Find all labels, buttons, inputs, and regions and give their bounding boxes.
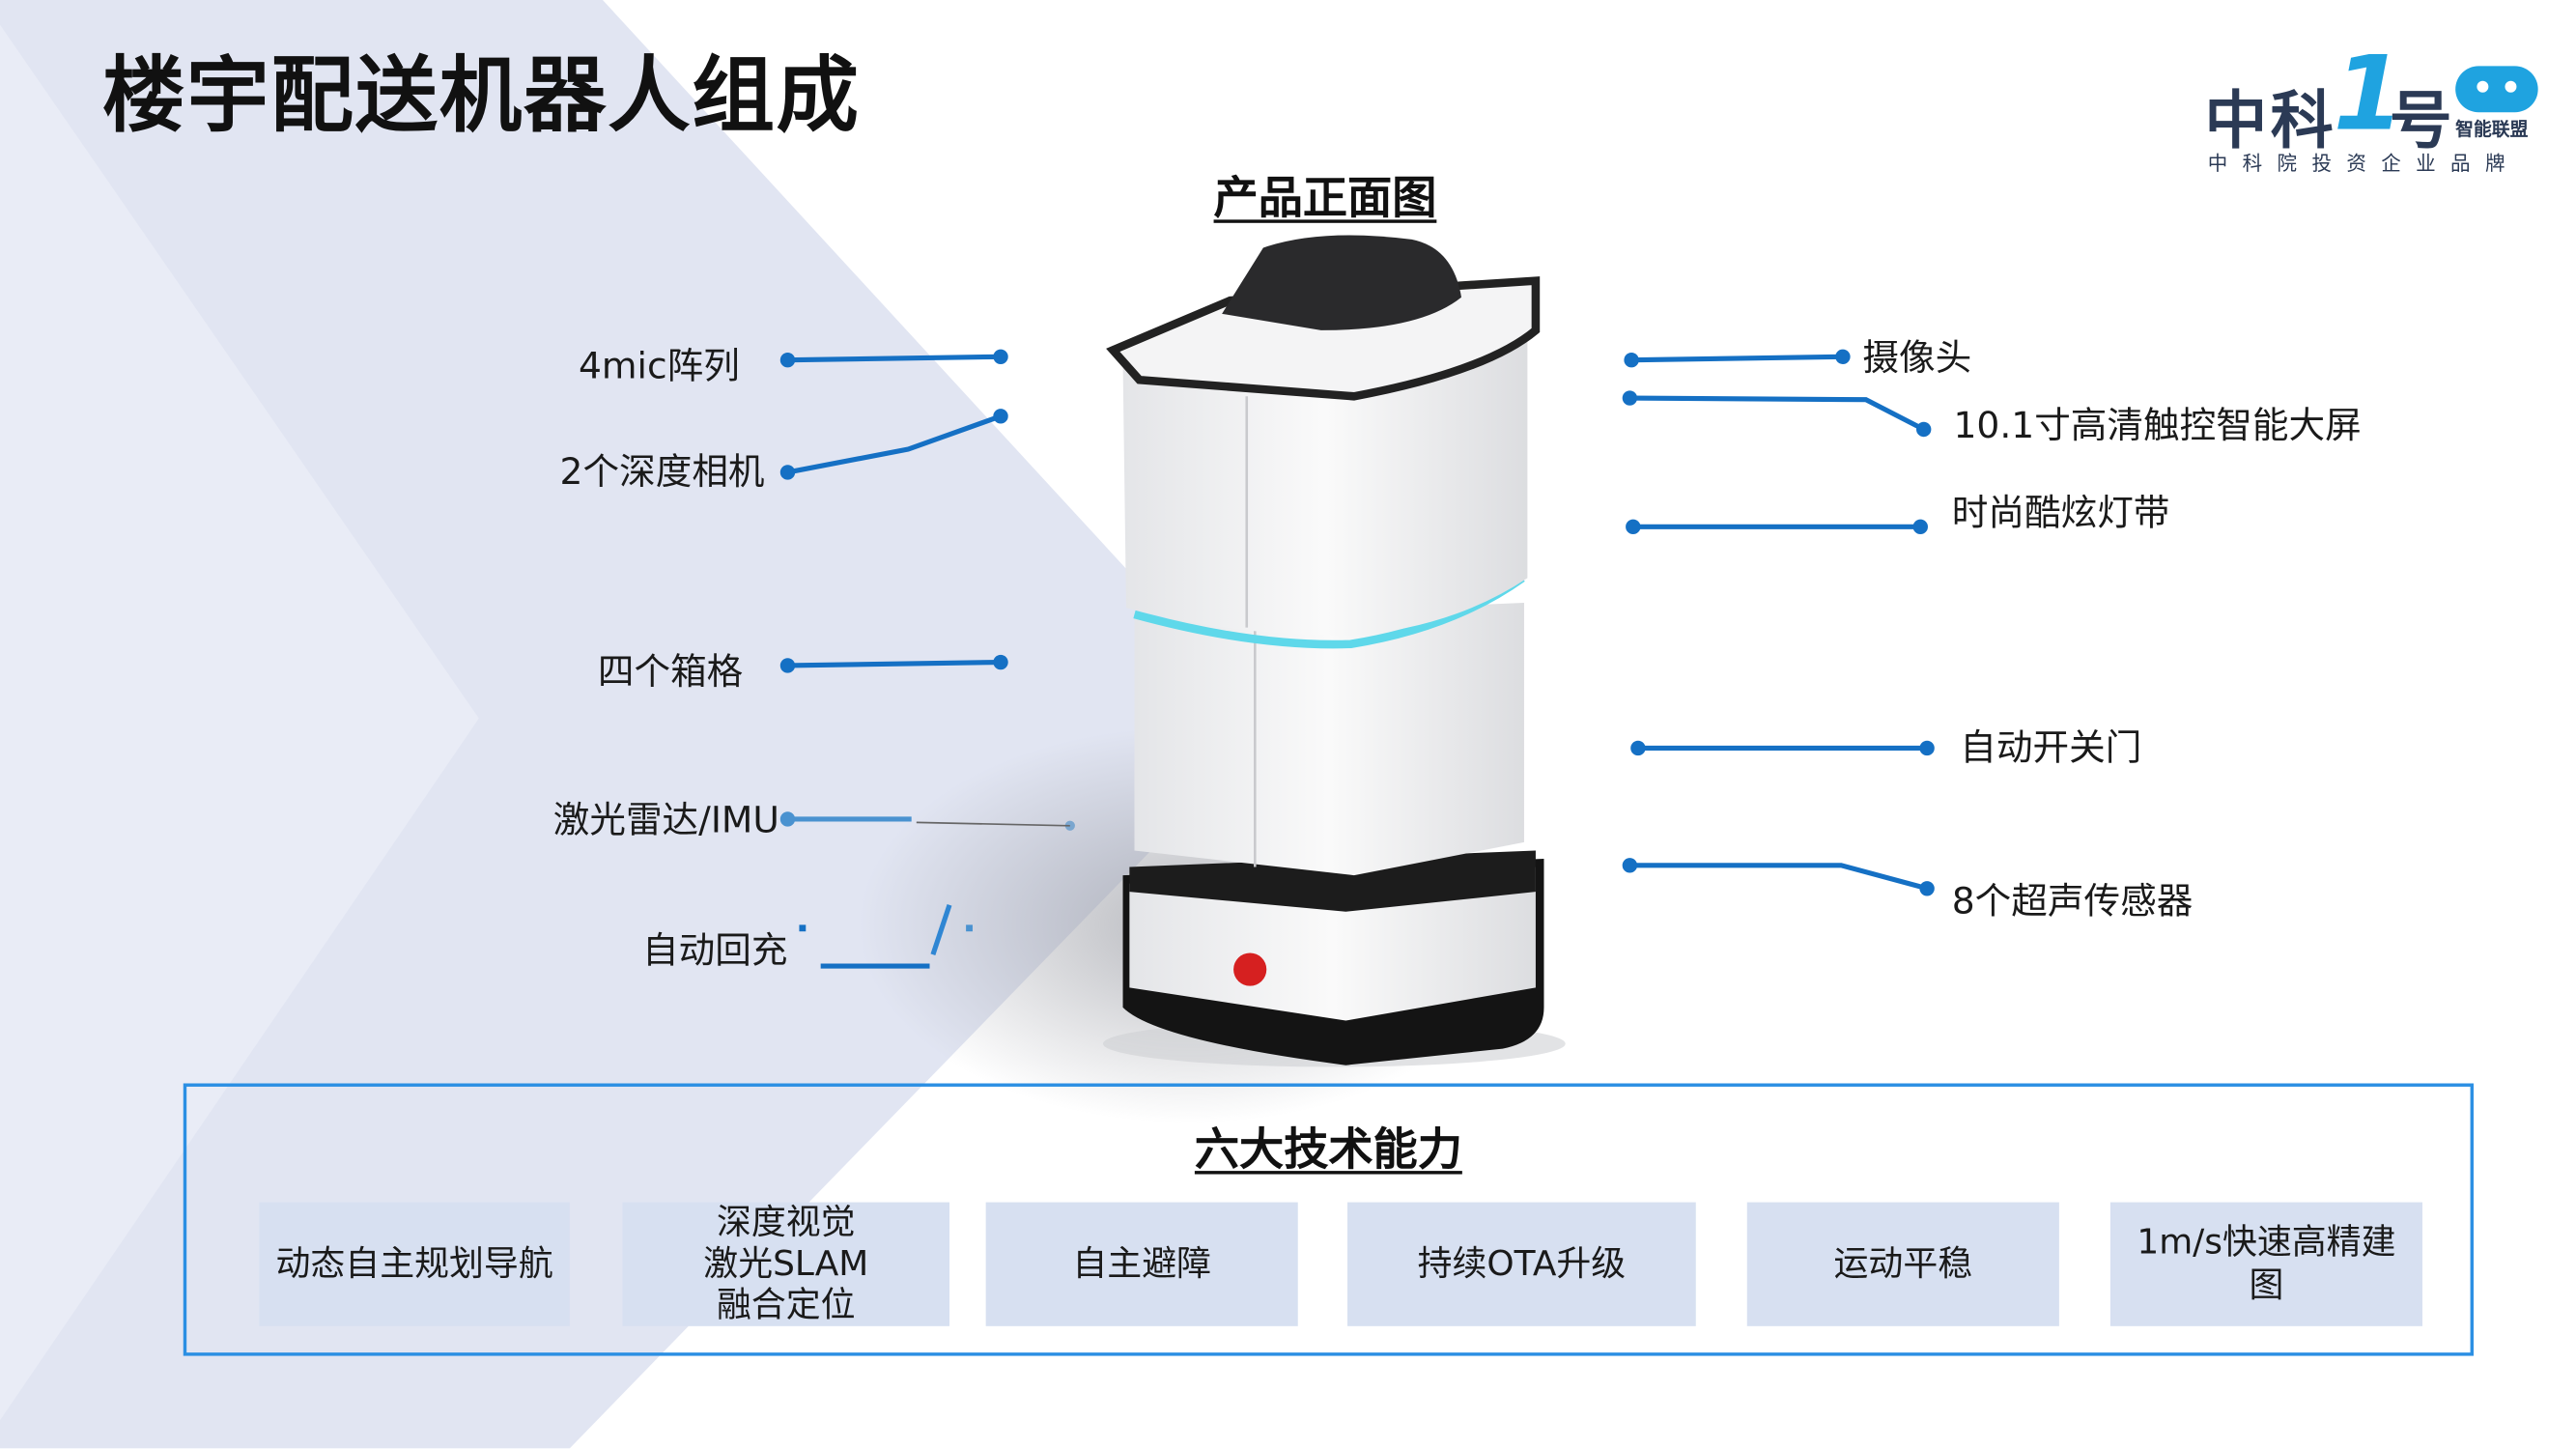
capabilities-panel: 六大技术能力 动态自主规划导航 深度视觉 激光SLAM 融合定位 自主避障 持续… bbox=[183, 1083, 2474, 1356]
screen bbox=[1222, 235, 1461, 330]
callout-4mic-array: 4mic阵列 bbox=[578, 347, 740, 388]
robot-logo-icon bbox=[2455, 66, 2538, 113]
callout-auto-door: 自动开关门 bbox=[1960, 727, 2142, 770]
callout-light-strip: 时尚酷炫灯带 bbox=[1951, 494, 2170, 535]
callout-auto-recharge: 自动回充 bbox=[642, 931, 788, 973]
capability-card: 自主避障 bbox=[985, 1202, 1298, 1326]
callout-four-compartments: 四个箱格 bbox=[597, 652, 744, 695]
brand-logo: 中科 1 号 智能联盟 中科院投资企业品牌 bbox=[2204, 33, 2551, 179]
product-front-view-title: 产品正面图 bbox=[1213, 173, 1437, 225]
capability-card: 深度视觉 激光SLAM 融合定位 bbox=[622, 1202, 950, 1326]
red-button bbox=[1233, 952, 1267, 986]
page-title: 楼宇配送机器人组成 bbox=[101, 47, 861, 144]
capability-card: 运动平稳 bbox=[1746, 1202, 2059, 1326]
callout-depth-cameras: 2个深度相机 bbox=[559, 452, 765, 495]
callout-camera: 摄像头 bbox=[1862, 338, 1972, 381]
capability-card: 持续OTA升级 bbox=[1347, 1202, 1696, 1326]
capability-card: 1m/s快速高精建图 bbox=[2109, 1202, 2422, 1326]
capability-card: 动态自主规划导航 bbox=[259, 1202, 570, 1326]
callout-touch-screen: 10.1寸高清触控智能大屏 bbox=[1953, 406, 2362, 448]
callout-lidar-imu: 激光雷达/IMU bbox=[552, 801, 779, 842]
capabilities-title: 六大技术能力 bbox=[1194, 1124, 1462, 1177]
callout-ultrasonic-sensors: 8个超声传感器 bbox=[1951, 881, 2194, 923]
